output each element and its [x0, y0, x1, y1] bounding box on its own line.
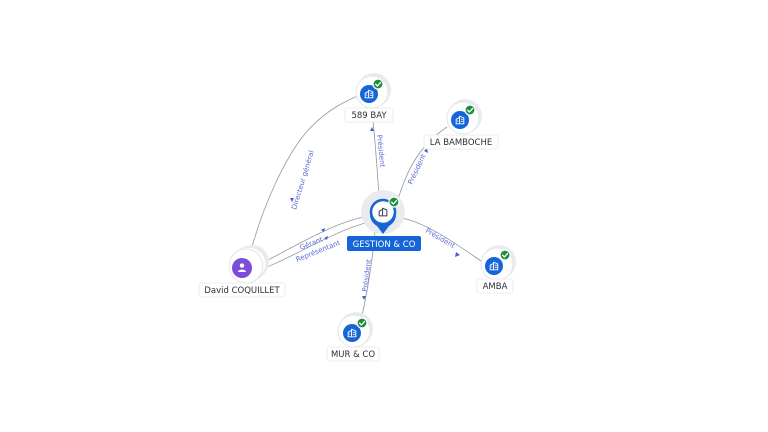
node-label: LA BAMBOCHE — [430, 138, 493, 148]
edge-arrow — [455, 252, 460, 257]
node-david-coquillet[interactable]: David COQUILLET — [198, 245, 286, 298]
node-amba[interactable]: AMBA — [476, 245, 516, 294]
node-label: GESTION & CO — [353, 240, 416, 250]
node-mur-and-co[interactable]: MUR & CO — [326, 312, 380, 362]
node-la-bamboche[interactable]: LA BAMBOCHE — [423, 99, 499, 150]
edge-david-bay[interactable]: Directeur général — [247, 94, 361, 263]
node-gestion-and-co[interactable]: GESTION & CO — [347, 190, 421, 251]
edge-label-mur: Président — [361, 259, 373, 293]
person-icon — [238, 263, 246, 272]
node-label: 589 BAY — [351, 111, 387, 121]
person-node-circle — [232, 258, 252, 278]
verified-check-icon — [499, 249, 511, 261]
edge-arrow — [324, 236, 328, 240]
edge-arrow — [321, 228, 325, 232]
verified-check-icon — [464, 104, 476, 116]
edge-label-amba: Président — [424, 227, 456, 250]
edge-arrow — [362, 296, 366, 300]
edge-center-bay[interactable]: Président — [370, 109, 386, 197]
node-label: AMBA — [483, 282, 508, 292]
edge-arrow — [290, 198, 294, 202]
verified-check-icon — [388, 196, 400, 208]
verified-check-icon — [372, 78, 384, 90]
edge-label-david-bay: Directeur général — [290, 149, 316, 210]
verified-check-icon — [356, 317, 368, 329]
edge-arrow — [370, 127, 374, 131]
node-label: David COQUILLET — [204, 286, 280, 296]
node-589-bay[interactable]: 589 BAY — [344, 73, 394, 123]
building-icon — [378, 207, 388, 217]
node-label: MUR & CO — [331, 350, 375, 360]
edge-label-bay: Président — [375, 134, 386, 168]
